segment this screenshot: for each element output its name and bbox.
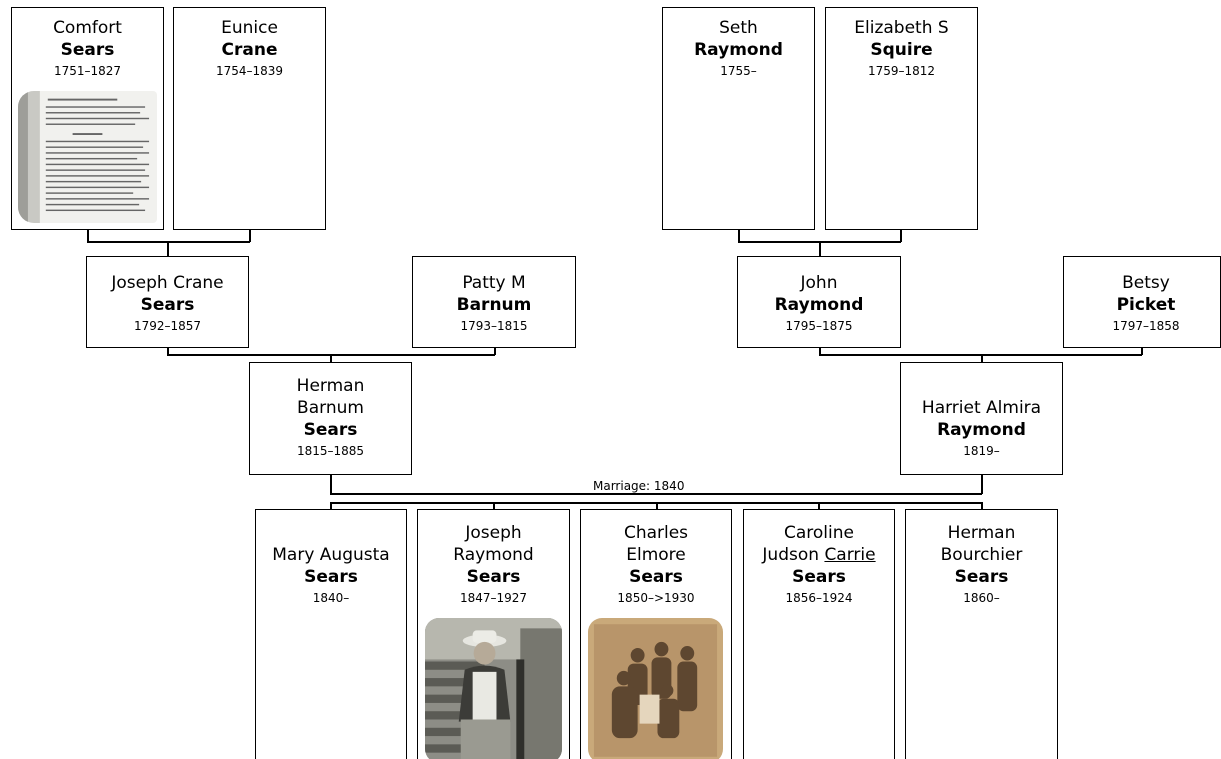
child-card-mary-augusta-sears[interactable]: Mary Augusta Sears 1840– (255, 509, 407, 759)
person-surname: Barnum (413, 294, 575, 316)
person-given-name: Joseph (418, 522, 569, 544)
person-given-name: Joseph Crane (87, 272, 248, 294)
person-surname: Raymond (663, 39, 814, 61)
child-card-joseph-raymond-sears[interactable]: Joseph Raymond Sears 1847–1927 (417, 509, 570, 759)
person-dates: 1795–1875 (738, 318, 900, 334)
person-given-name: Elizabeth S (826, 17, 977, 39)
connector-line (167, 241, 169, 257)
person-card-john-raymond[interactable]: John Raymond 1795–1875 (737, 256, 901, 348)
person-surname: Sears (250, 419, 411, 441)
person-given-name: Eunice (174, 17, 325, 39)
person-dates: 1793–1815 (413, 318, 575, 334)
person-given-name: Patty M (413, 272, 575, 294)
person-dates: 1847–1927 (418, 590, 569, 606)
connector-line (330, 474, 332, 494)
person-card-elizabeth-squire[interactable]: Elizabeth S Squire 1759–1812 (825, 7, 978, 230)
person-given-name: Seth (663, 17, 814, 39)
person-middle-name: Bourchier (906, 544, 1057, 566)
person-surname: Squire (826, 39, 977, 61)
person-surname: Raymond (901, 419, 1062, 441)
person-dates: 1815–1885 (250, 443, 411, 459)
connector-line (819, 241, 821, 257)
person-card-patty-barnum[interactable]: Patty M Barnum 1793–1815 (412, 256, 576, 348)
person-surname: Sears (418, 566, 569, 588)
person-surname: Raymond (738, 294, 900, 316)
person-card-betsy-picket[interactable]: Betsy Picket 1797–1858 (1063, 256, 1221, 348)
person-middle-name: Barnum (250, 397, 411, 419)
child-card-herman-bourchier-sears[interactable]: Herman Bourchier Sears 1860– (905, 509, 1058, 759)
person-surname: Sears (12, 39, 163, 61)
person-given-name: Caroline (744, 522, 894, 544)
person-dates: 1751–1827 (12, 63, 163, 79)
person-surname: Sears (906, 566, 1057, 588)
person-card-comfort-sears[interactable]: Comfort Sears 1751–1827 (11, 7, 164, 230)
person-middle-name: Judson Carrie (744, 544, 894, 566)
person-card-eunice-crane[interactable]: Eunice Crane 1754–1839 (173, 7, 326, 230)
person-dates: 1759–1812 (826, 63, 977, 79)
person-surname: Picket (1072, 294, 1220, 316)
marriage-line (330, 493, 982, 495)
person-card-harriet-almira-raymond[interactable]: Harriet Almira Raymond 1819– (900, 362, 1063, 475)
person-card-joseph-crane-sears[interactable]: Joseph Crane Sears 1792–1857 (86, 256, 249, 348)
person-middle-name: Raymond (418, 544, 569, 566)
person-given-name (256, 522, 406, 544)
person-given-name: Harriet Almira (901, 397, 1062, 419)
person-given-name: Betsy (1072, 272, 1220, 294)
person-surname: Sears (256, 566, 406, 588)
child-card-caroline-judson-sears[interactable]: Caroline Judson Carrie Sears 1856–1924 (743, 509, 895, 759)
person-dates: 1792–1857 (87, 318, 248, 334)
person-surname: Crane (174, 39, 325, 61)
family-photo[interactable] (588, 618, 723, 759)
connector-line (981, 474, 983, 494)
marriage-label: Marriage: 1840 (592, 479, 685, 493)
person-dates: 1819– (901, 443, 1062, 459)
person-dates: 1840– (256, 590, 406, 606)
person-dates: 1754–1839 (174, 63, 325, 79)
person-given-name: Herman (906, 522, 1057, 544)
person-nickname: Carrie (824, 545, 875, 565)
person-dates: 1755– (663, 63, 814, 79)
person-middle-name-text: Judson (762, 545, 819, 565)
person-given-name: Comfort (12, 17, 163, 39)
person-surname: Sears (581, 566, 731, 588)
person-given-name: Charles (581, 522, 731, 544)
person-dates: 1797–1858 (1072, 318, 1220, 334)
person-given-name: John (738, 272, 900, 294)
person-card-herman-barnum-sears[interactable]: Herman Barnum Sears 1815–1885 (249, 362, 412, 475)
child-card-charles-elmore-sears[interactable]: Charles Elmore Sears 1850–>1930 (580, 509, 732, 759)
document-photo[interactable] (18, 91, 157, 223)
person-middle-name: Mary Augusta (256, 544, 406, 566)
person-dates: 1860– (906, 590, 1057, 606)
person-surname: Sears (87, 294, 248, 316)
person-given-name: Herman (250, 375, 411, 397)
person-dates: 1856–1924 (744, 590, 894, 606)
person-middle-name: Elmore (581, 544, 731, 566)
person-dates: 1850–>1930 (581, 590, 731, 606)
person-surname: Sears (744, 566, 894, 588)
person-card-seth-raymond[interactable]: Seth Raymond 1755– (662, 7, 815, 230)
connector-line (87, 241, 250, 243)
portrait-photo[interactable] (425, 618, 562, 759)
